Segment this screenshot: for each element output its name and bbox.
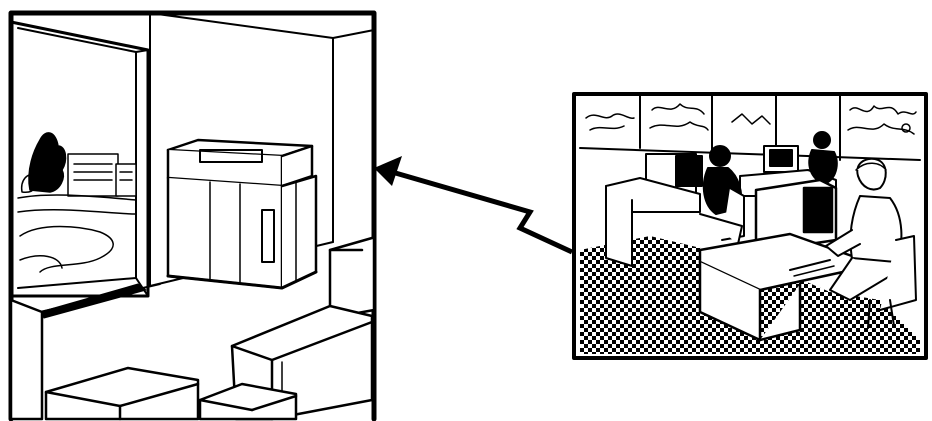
terminal-office-panel <box>574 94 926 358</box>
window <box>11 22 148 318</box>
outside-scenery <box>18 133 136 272</box>
connection-arrow <box>374 156 572 252</box>
printer-room-panel <box>11 13 374 419</box>
arrow-head <box>374 156 402 186</box>
box-bottom-left <box>46 368 198 419</box>
operator-back-head <box>814 132 830 148</box>
box-left-stack <box>11 300 42 419</box>
arrow-line <box>392 172 572 252</box>
printer-unit <box>168 140 316 288</box>
operator-middle-head <box>710 146 730 166</box>
